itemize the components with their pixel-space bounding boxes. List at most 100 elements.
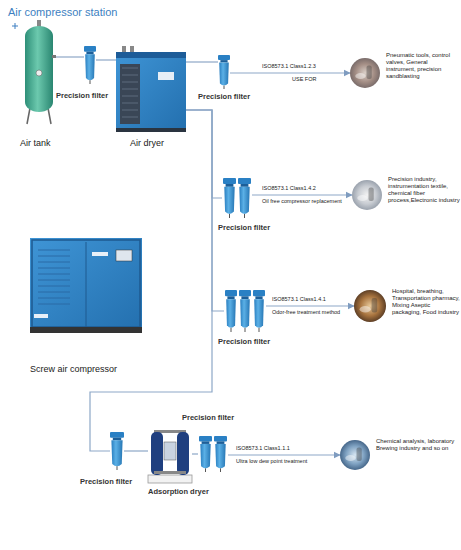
node-caption: Precision filter xyxy=(80,478,132,487)
title-cross-mark xyxy=(12,23,18,29)
photo-detail xyxy=(369,188,374,202)
pipe-connector xyxy=(186,110,224,311)
screw-compressor: Screw air compressor xyxy=(30,238,142,333)
precision-filter: Precision filter xyxy=(84,46,96,84)
node-caption: Air tank xyxy=(20,138,51,148)
tank-body xyxy=(25,26,53,112)
application-node: Hospital, breathing, Transportation phar… xyxy=(354,290,386,322)
filter-neck xyxy=(217,441,225,444)
filter-neck xyxy=(220,60,227,62)
pipe-connector xyxy=(230,72,350,73)
icon-group xyxy=(148,430,192,483)
icon-group xyxy=(352,180,382,210)
filter-drain xyxy=(220,468,221,472)
photo-detail xyxy=(367,66,372,80)
tank-leg xyxy=(48,108,51,124)
precision-filter-icon xyxy=(222,178,252,218)
node-caption: Precision filter xyxy=(218,338,270,347)
icon-group xyxy=(110,432,124,470)
filter-bowl xyxy=(85,54,95,80)
filter-neck xyxy=(255,296,262,299)
application-text: Pneumatic tools, control valves, General… xyxy=(386,52,458,80)
icon-group xyxy=(218,55,230,89)
precision-filter: Precision filter xyxy=(224,290,266,332)
dryer-frame xyxy=(148,475,192,483)
filter-bowl xyxy=(239,187,249,214)
vent-slat xyxy=(38,262,70,263)
filter-head xyxy=(199,436,212,441)
note-label: Ultra low dew point treatment xyxy=(236,458,307,464)
precision-filter-icon xyxy=(224,290,266,332)
compressor-base xyxy=(30,327,142,333)
filter-head xyxy=(223,178,236,184)
dryer-body xyxy=(116,52,186,132)
edge-label: ISO8573.1 Class1.4.1 xyxy=(272,296,326,302)
filter-drain xyxy=(224,86,225,89)
filter-head xyxy=(214,436,227,441)
pipe-connector xyxy=(54,56,84,57)
filter-drain xyxy=(90,80,91,84)
vent-slat xyxy=(122,117,138,118)
application-node: Pneumatic tools, control valves, General… xyxy=(350,58,380,88)
icon-group xyxy=(84,46,96,84)
vent-slat xyxy=(122,68,138,69)
pipe-connector xyxy=(96,59,116,60)
icon-group xyxy=(223,178,251,218)
vent-slat xyxy=(38,292,70,293)
photo-detail xyxy=(357,448,362,462)
filter-bowl xyxy=(254,299,264,328)
logo-plate xyxy=(92,252,108,256)
air-tank-icon xyxy=(24,20,54,124)
filter-neck xyxy=(241,184,249,187)
node-caption: Precision filter xyxy=(56,92,108,101)
filter-neck xyxy=(241,296,248,299)
edge-label: ISO8573.1 Class1.4.2 xyxy=(262,185,316,191)
icon-group xyxy=(25,20,56,124)
precision-filter: Precision filter xyxy=(198,436,228,472)
icon-group xyxy=(350,58,380,88)
application-text: Chemical analysis, laboratory Brewing in… xyxy=(376,438,460,452)
filter-neck xyxy=(113,438,121,441)
filter-neck xyxy=(226,184,234,187)
application-text: Precision industry, instrumentation text… xyxy=(388,176,460,204)
photo-detail xyxy=(355,73,366,79)
screw-compressor-icon xyxy=(30,238,142,333)
icon-group xyxy=(30,238,142,333)
tower-left xyxy=(151,432,163,475)
filter-head xyxy=(239,290,251,296)
icon-group xyxy=(199,436,227,472)
vent-slat xyxy=(122,75,138,76)
vent-slat xyxy=(122,103,138,104)
filter-neck xyxy=(227,296,234,299)
precision-filter: Precision filter xyxy=(222,178,252,218)
filter-head xyxy=(110,432,124,438)
filter-bowl xyxy=(226,299,236,328)
vent-slat xyxy=(38,268,70,269)
filter-bowl xyxy=(200,444,210,468)
photo-detail xyxy=(372,298,378,312)
application-photo xyxy=(352,180,382,210)
filter-drain xyxy=(245,328,246,332)
diagram-title: Air compressor station xyxy=(8,6,117,19)
filter-head xyxy=(218,55,230,60)
filter-neck xyxy=(202,441,210,444)
precision-filter-icon xyxy=(218,55,230,89)
icon-group xyxy=(116,46,186,132)
node-caption: Precision filter xyxy=(182,414,234,423)
photo-detail xyxy=(357,195,368,201)
dryer-panel xyxy=(120,64,140,124)
vent-slat xyxy=(38,256,70,257)
filter-neck xyxy=(86,52,93,55)
logo-plate xyxy=(34,314,48,318)
node-caption: Screw air compressor xyxy=(30,364,117,374)
tower-right xyxy=(177,432,189,475)
filter-bowl xyxy=(219,62,229,85)
application-node: Chemical analysis, laboratory Brewing in… xyxy=(340,440,370,470)
filter-drain xyxy=(231,328,232,332)
compressor-frame xyxy=(32,240,140,327)
adsorption-dryer: Adsorption dryer xyxy=(148,428,192,483)
vent-slat xyxy=(38,280,70,281)
pipe-connector xyxy=(124,450,148,451)
vent-slat xyxy=(38,298,70,299)
